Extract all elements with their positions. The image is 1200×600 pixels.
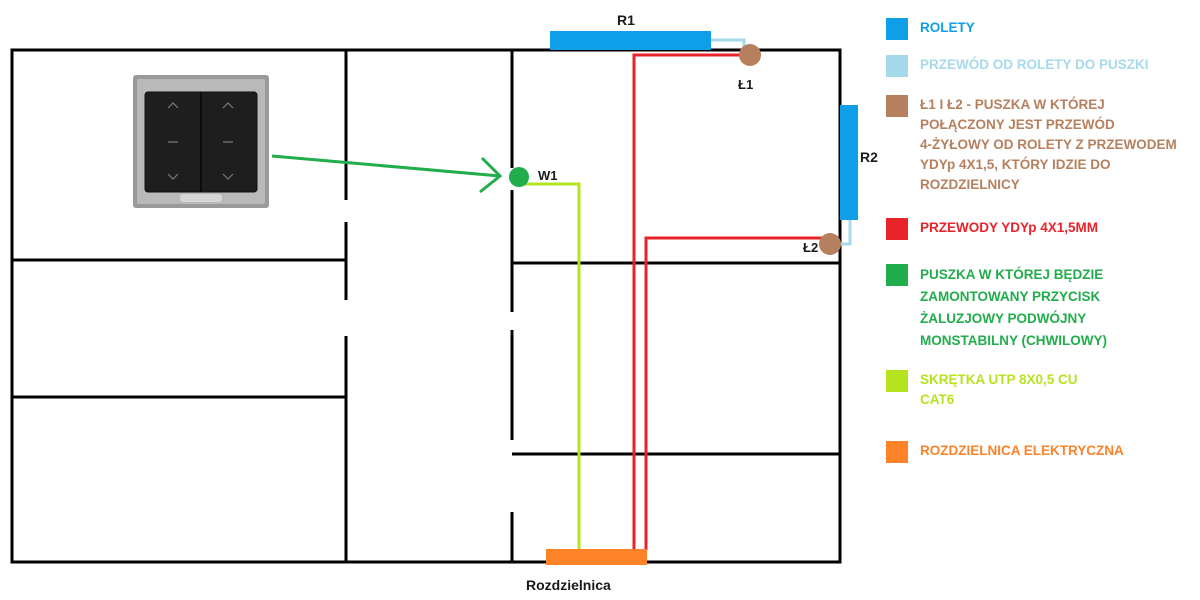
ydyp-cable-l1 [632, 53, 744, 550]
utp-cable [519, 182, 581, 550]
legend-text: ROLETY [920, 20, 975, 35]
label-l2: Ł2 [803, 240, 818, 255]
label-w1: W1 [538, 168, 558, 183]
switch-arrow [271, 154, 503, 194]
legend-text: SKRĘTKA UTP 8X0,5 CU CAT6 [920, 372, 1078, 407]
blind-cable-r2 [840, 220, 852, 246]
legend-swatch [886, 264, 908, 286]
legend-swatch [886, 370, 908, 392]
blind-cable-r1 [711, 38, 746, 48]
legend-swatch [886, 55, 908, 77]
legend-swatch [886, 441, 908, 463]
floor-plan-walls [10, 48, 842, 564]
label-r2: R2 [860, 149, 878, 165]
legend-text: PUSZKA W KTÓREJ BĘDZIE ZAMONTOWANY PRZYC… [920, 267, 1107, 348]
legend-swatch [886, 95, 908, 117]
outer-wall [10, 48, 842, 564]
legend-swatch [886, 218, 908, 240]
ydyp-cable-l2 [644, 236, 829, 550]
label-r1: R1 [617, 12, 635, 28]
junction-box-l1 [739, 44, 761, 66]
switch-box-w1 [509, 167, 529, 187]
legend: ROLETY PRZEWÓD OD ROLETY DO PUSZKI Ł1 I … [880, 0, 1200, 600]
legend-text: ROZDZIELNICA ELEKTRYCZNA [920, 443, 1124, 458]
legend-text: PRZEWODY YDYp 4X1,5MM [920, 220, 1099, 235]
double-blind-switch-icon [133, 75, 269, 208]
legend-swatch [886, 18, 908, 40]
blind-r1 [550, 31, 711, 50]
label-rozdzielnica: Rozdzielnica [526, 577, 611, 593]
label-l1: Ł1 [738, 77, 753, 92]
legend-text: Ł1 I Ł2 - PUSZKA W KTÓREJ POŁĄCZONY JEST… [920, 97, 1177, 192]
legend-text: PRZEWÓD OD ROLETY DO PUSZKI [920, 57, 1149, 72]
blind-r2 [840, 105, 858, 220]
distribution-board [546, 549, 647, 565]
junction-box-l2 [819, 233, 841, 255]
